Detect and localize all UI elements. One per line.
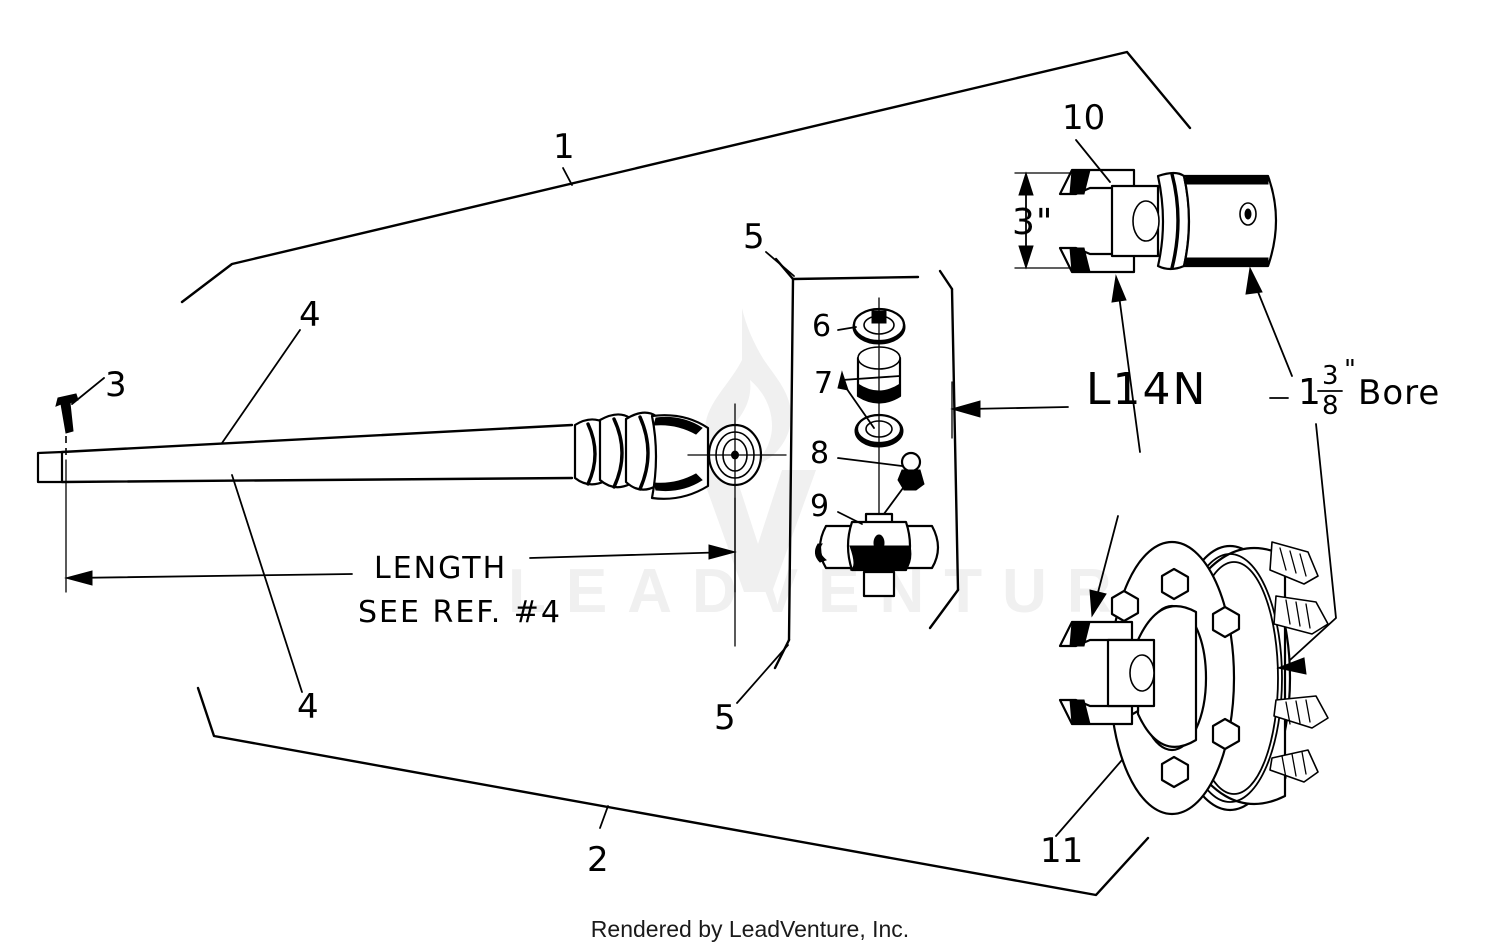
part-flange-hub (1058, 540, 1329, 816)
leader-11 (1055, 759, 1123, 837)
bracket-item-5 (773, 257, 1069, 670)
leader-5-upper (765, 251, 795, 277)
length-label-line2: SEE REF. #4 (358, 595, 562, 630)
bracket-item-2 (196, 686, 1150, 897)
leader-10 (1075, 139, 1111, 183)
callout-6: 6 (812, 309, 831, 344)
leader-l14n (1117, 287, 1141, 453)
callout-3: 3 (105, 365, 127, 405)
callout-4-lower: 4 (297, 687, 319, 727)
part-driveshaft-tube (36, 423, 574, 484)
part-slip-yoke (1058, 168, 1278, 274)
part-set-screw (55, 377, 105, 460)
callout-9: 9 (810, 489, 829, 524)
callout-11: 11 (1040, 831, 1083, 871)
leader-7-a (841, 375, 901, 381)
dimension-3-inch-label: 3" (1012, 202, 1053, 243)
part-shaft-yoke-end (573, 403, 787, 647)
bore-denominator: 8 (1322, 391, 1340, 421)
callout-2: 2 (587, 840, 609, 880)
leader-11-upper (1095, 515, 1119, 601)
yoke-code-label: L14N (1086, 364, 1207, 415)
part-snap-ring (837, 307, 906, 345)
bore-whole-number: 1 (1298, 372, 1322, 413)
leader-4-upper (221, 329, 301, 444)
callout-5-upper: 5 (743, 217, 765, 257)
part-journal-cross (814, 511, 940, 598)
bore-dimension-label: 1 3 8 " Bore (1298, 355, 1440, 421)
leader-5-lower (736, 644, 789, 704)
part-grease-fitting (837, 451, 925, 523)
leader-bore-lower-arrow (1276, 657, 1307, 675)
callout-8: 8 (810, 436, 829, 471)
leader-bore-lower (1289, 423, 1337, 661)
leader-7-wedge (837, 370, 849, 391)
bore-inch-mark: " (1344, 355, 1357, 385)
dimension-3-inch (1014, 171, 1073, 270)
bore-numerator: 3 (1322, 361, 1340, 391)
callout-1: 1 (553, 127, 575, 167)
callout-7: 7 (814, 366, 833, 401)
footer-attribution: Rendered by LeadVenture, Inc. (590, 916, 910, 942)
bracket-item-1 (180, 50, 1192, 304)
flange-bolts (1110, 541, 1329, 789)
dimension-length (64, 459, 737, 593)
callout-10: 10 (1062, 98, 1105, 138)
length-label-line1: LENGTH (374, 551, 507, 586)
bore-word: Bore (1358, 373, 1440, 413)
leader-11-upper-arrow (1089, 589, 1107, 618)
callout-4-upper: 4 (299, 295, 321, 335)
leader-l14n-arrow (1111, 274, 1127, 303)
leader-bore-upper-arrow (1245, 266, 1263, 295)
callout-5-lower: 5 (714, 698, 736, 738)
leader-bore-upper (1253, 281, 1293, 377)
leader-4-lower (231, 474, 303, 693)
